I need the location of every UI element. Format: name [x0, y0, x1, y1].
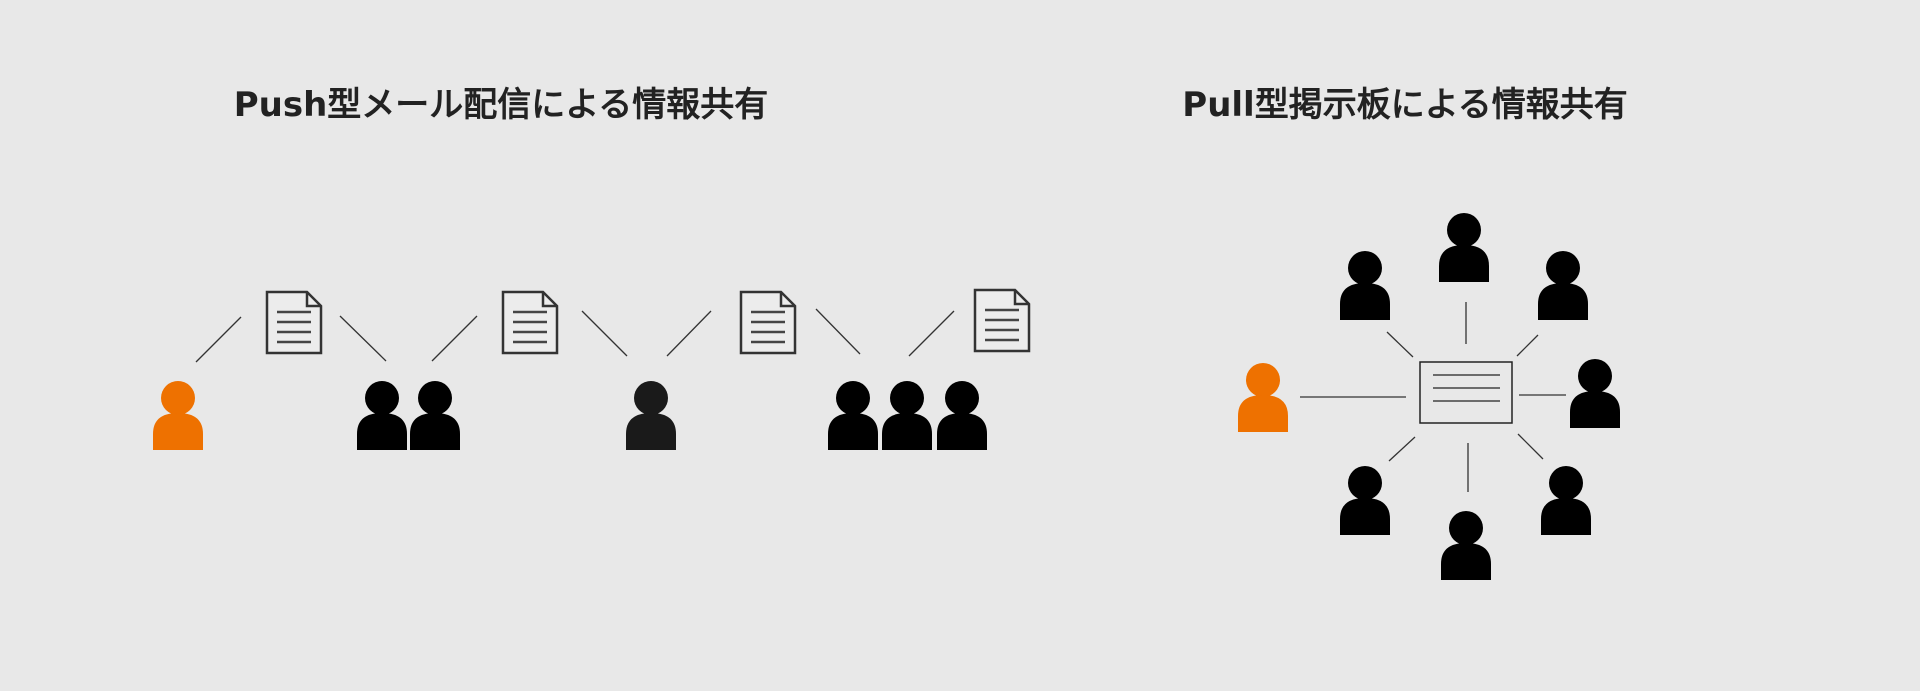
- sender-person-icon: [153, 381, 203, 450]
- person-icon: [1340, 251, 1390, 320]
- sender-person-icon: [1238, 363, 1288, 432]
- push-diagram: [153, 288, 1031, 450]
- pull-title: Pull型掲示板による情報共有: [1182, 85, 1627, 125]
- document-icon: [265, 290, 323, 355]
- document-icon: [501, 290, 559, 355]
- person-icon: [410, 381, 460, 450]
- person-icon: [1570, 359, 1620, 428]
- person-icon: [1439, 213, 1489, 282]
- bulletin-board-icon: [1419, 361, 1513, 424]
- person-icon: [1340, 466, 1390, 535]
- push-title: Push型メール配信による情報共有: [234, 85, 769, 125]
- person-icon: [882, 381, 932, 450]
- pull-diagram: [1238, 213, 1620, 580]
- person-icon: [1541, 466, 1591, 535]
- person-icon: [937, 381, 987, 450]
- document-icon: [973, 288, 1031, 353]
- person-icon: [357, 381, 407, 450]
- person-icon: [828, 381, 878, 450]
- connector-lines: [1300, 302, 1566, 492]
- person-icon: [1441, 511, 1491, 580]
- connector-lines: [195, 308, 955, 363]
- document-icon: [739, 290, 797, 355]
- person-icon: [626, 381, 676, 450]
- person-icon: [1538, 251, 1588, 320]
